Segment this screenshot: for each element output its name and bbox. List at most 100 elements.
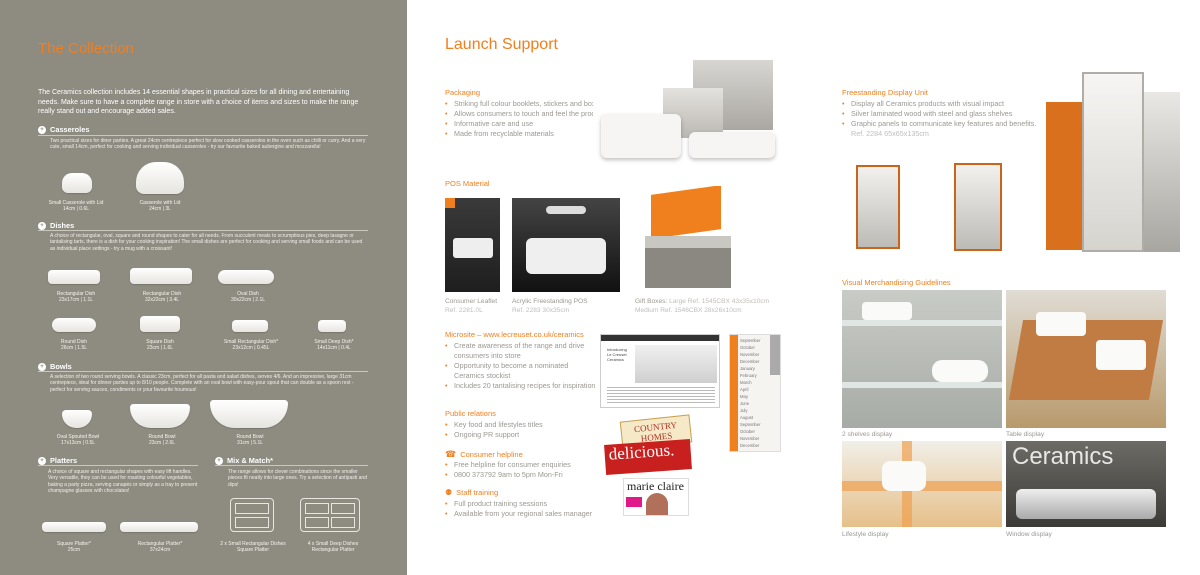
list-item: Ongoing PR support (445, 430, 605, 440)
gift-boxes-image (635, 186, 743, 292)
rectangular-dish-image (130, 268, 192, 284)
calendar-month: July (740, 408, 748, 413)
list-item: 0800 373792 9am to 5pm Mon-Fri (445, 470, 615, 480)
packaging-image (593, 58, 779, 168)
window-display-image: Ceramics (1006, 441, 1166, 527)
plus-icon: + (38, 221, 46, 230)
casseroles-text: Two practical sizes for diner parties. A… (50, 138, 366, 151)
list-item: Made from recyclable materials (445, 129, 627, 139)
list-item: Includes 20 tantalising recipes for insp… (445, 381, 597, 391)
table-display-image (1006, 290, 1166, 428)
divider (38, 230, 368, 231)
calendar-month: March (740, 380, 752, 385)
mix-match-heading: + Mix & Match* (215, 456, 273, 465)
calendar-month: April (740, 387, 749, 392)
two-shelves-display-image (842, 290, 1002, 428)
calendar-month: November (740, 352, 760, 357)
divider (215, 465, 368, 466)
product-label: Rectangular Platter*37x24cm (137, 541, 183, 554)
training-list: Full product training sessions Available… (445, 499, 635, 519)
oval-dish-image (218, 270, 274, 284)
calendar-month: October (740, 345, 755, 350)
packaging-list: Striking full colour booklets, stickers … (445, 99, 627, 139)
bowls-heading: + Bowls (38, 362, 72, 371)
window-caption: Window display (1006, 531, 1052, 538)
calendar-month: September (740, 338, 761, 343)
list-item: Key food and lifestyles titles (445, 420, 605, 430)
collection-panel: The Collection The Ceramics collection i… (0, 0, 407, 575)
calendar-month: September (740, 422, 761, 427)
display-heading: Freestanding Display Unit (842, 88, 928, 97)
display-unit-image (942, 155, 1012, 255)
calendar-month: January (740, 366, 755, 371)
calendar-month: December (740, 443, 760, 448)
rectangular-platter-image (120, 522, 198, 532)
lifestyle-caption: Lifestyle display (842, 531, 889, 538)
divider (38, 465, 198, 466)
marie-claire-magazine: marie claire (623, 478, 689, 516)
list-item: Opportunity to become a nominated Cerami… (445, 361, 597, 381)
small-rectangular-dish-image (232, 320, 268, 332)
consumer-leaflet-image (445, 198, 500, 292)
dishes-heading: + Dishes (38, 221, 74, 230)
mix-match-text: The range allows for clever combinations… (228, 469, 367, 488)
delicious-magazine: delicious. (604, 439, 692, 475)
platters-text: A choice of square and rectangular shape… (48, 469, 198, 494)
list-item: Silver laminated wood with steel and gla… (842, 109, 1042, 119)
display-unit-image (842, 155, 912, 255)
list-item: Full product training sessions (445, 499, 635, 509)
plus-icon: + (38, 456, 46, 465)
list-item: Available from your regional sales manag… (445, 509, 635, 519)
display-list: Display all Ceramics products with visua… (842, 99, 1042, 139)
platters-heading: + Platters (38, 456, 77, 465)
list-item: Display all Ceramics products with visua… (842, 99, 1042, 109)
people-icon: ⚉ (445, 488, 453, 497)
square-dish-image (140, 316, 180, 332)
mix-square-outline (230, 498, 274, 532)
round-bowl-image (130, 404, 190, 428)
calendar-month: November (740, 436, 760, 441)
two-shelves-caption: 2 shelves display (842, 431, 893, 438)
casseroles-heading: + Casseroles (38, 125, 89, 134)
pos-heading: POS Material (445, 179, 490, 188)
pr-heading: Public relations (445, 409, 496, 418)
table-display-caption: Table display (1006, 431, 1045, 438)
bowls-text: A selection of two round serving bowls. … (50, 374, 354, 393)
phone-icon: ☎ (445, 449, 457, 459)
pr-list: Key food and lifestyles titles Ongoing P… (445, 420, 605, 440)
launch-support-title: Launch Support (445, 36, 558, 53)
calendar-month: October (740, 429, 755, 434)
oval-spouted-bowl-image (62, 410, 92, 428)
microsite-screenshot: Introducing Le Creuset Ceramics (600, 334, 720, 408)
microsite-list: Create awareness of the range and drive … (445, 341, 597, 391)
small-deep-dish-image (318, 320, 346, 332)
square-platter-image (42, 522, 106, 532)
vm-heading: Visual Merchandising Guidelines (842, 278, 951, 287)
plus-icon: + (215, 456, 223, 465)
list-item: Create awareness of the range and drive … (445, 341, 597, 361)
product-label: Small Deep Dish*14x11cm | 0.4L (314, 339, 354, 352)
calendar-month: February (740, 373, 757, 378)
collection-intro: The Ceramics collection includes 14 esse… (38, 89, 359, 115)
dishes-text: A choice of rectangular, oval, square an… (50, 233, 363, 252)
divider (38, 135, 368, 136)
rectangular-dish-image (48, 270, 100, 284)
round-dish-image (52, 318, 96, 332)
lifestyle-display-image (842, 441, 1002, 527)
small-casserole-image (62, 173, 92, 193)
product-label: Square Platter*25cm (57, 541, 91, 554)
plus-icon: + (38, 125, 46, 134)
microsite-heading: Microsite – www.lecreuset.co.uk/ceramics (445, 330, 584, 339)
large-round-bowl-image (210, 400, 288, 428)
calendar-month: December (740, 359, 760, 364)
